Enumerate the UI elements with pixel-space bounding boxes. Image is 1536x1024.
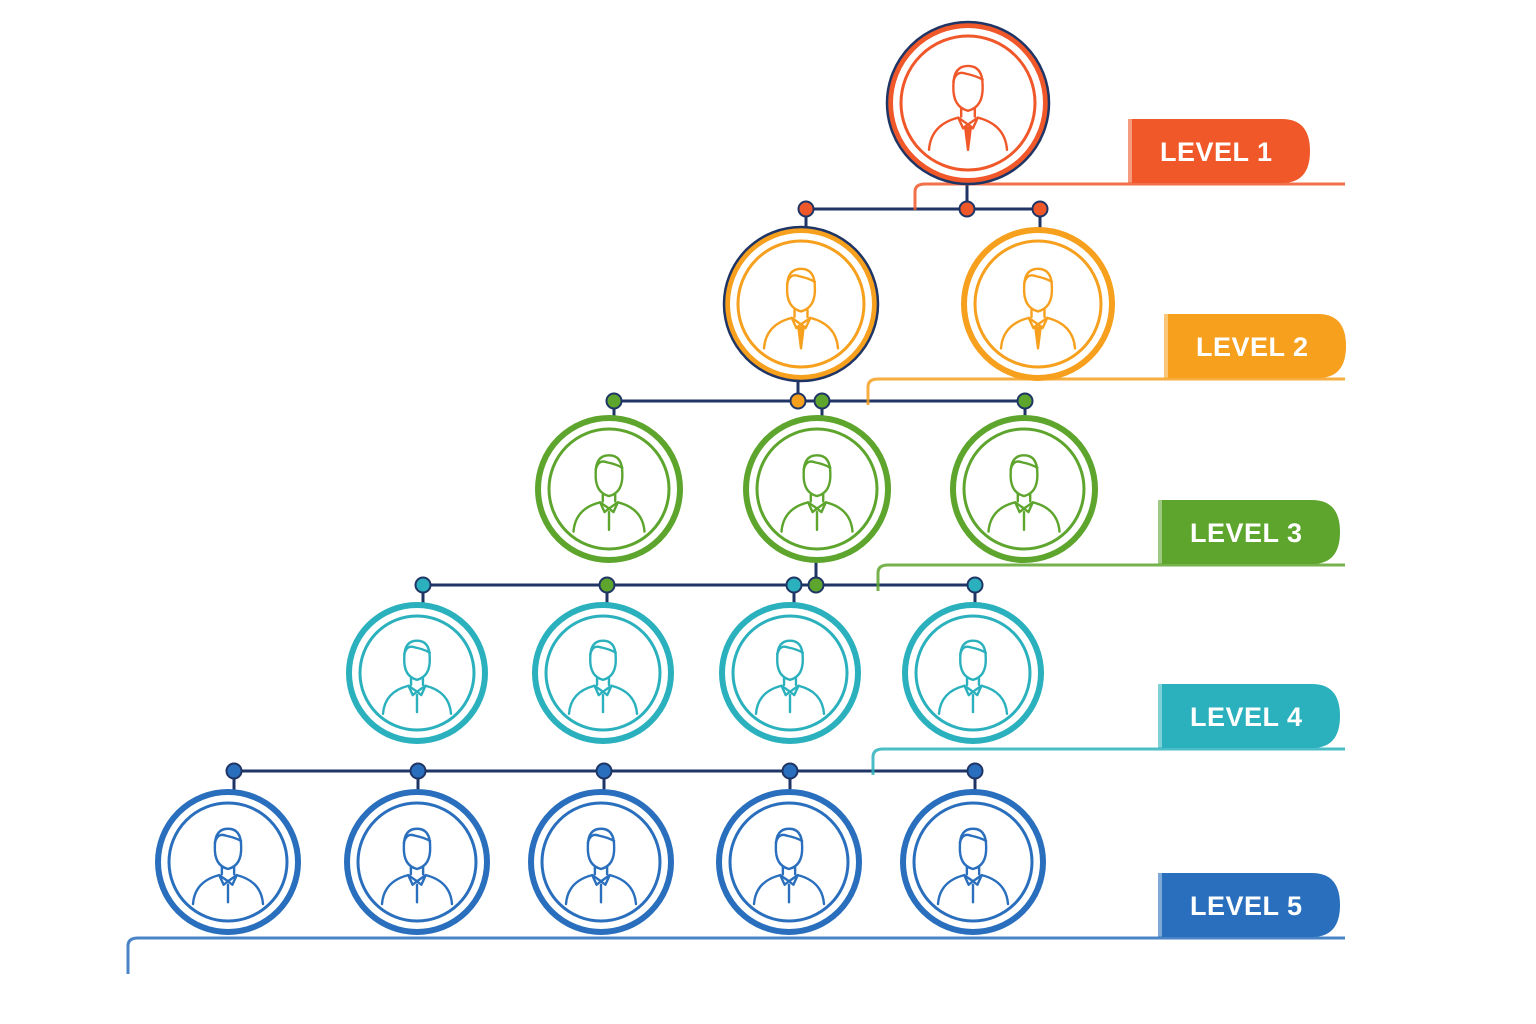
person-icon (780, 454, 854, 533)
node-inner-ring (358, 614, 476, 732)
node-inner-ring (356, 801, 478, 923)
person-icon (381, 639, 453, 715)
connector-dot (409, 762, 427, 780)
node-inner-ring (962, 427, 1086, 551)
person-node (961, 227, 1115, 381)
node-accent-ring (885, 20, 1051, 186)
level-label: LEVEL 1 (1160, 137, 1273, 167)
node-inner-ring (914, 614, 1032, 732)
node-inner-ring (544, 614, 662, 732)
person-node (743, 415, 891, 563)
level-tag-edge (1158, 873, 1163, 937)
node-inner-ring (547, 427, 671, 551)
connector-dot (813, 392, 831, 410)
person-nodes (155, 20, 1115, 935)
node-inner-ring (728, 801, 850, 923)
level-tag-edge (1158, 500, 1163, 564)
node-inner-ring (912, 801, 1034, 923)
person-node (344, 789, 490, 935)
person-node (902, 602, 1044, 744)
level-rail (126, 936, 1345, 974)
level-rail (871, 747, 1345, 775)
person-node (900, 789, 1046, 935)
connector-dot (225, 762, 243, 780)
node-inner-ring (731, 614, 849, 732)
connector-dot (595, 762, 613, 780)
connector-dot (1016, 392, 1034, 410)
connector-dot (414, 576, 432, 594)
person-node (155, 789, 301, 935)
person-node (346, 602, 488, 744)
node-inner-ring (899, 34, 1037, 172)
person-node (528, 789, 674, 935)
level-rail (913, 182, 1345, 210)
connector-dot (1031, 200, 1049, 218)
node-inner-ring (973, 239, 1103, 369)
person-icon (987, 454, 1061, 533)
level-label: LEVEL 2 (1196, 332, 1309, 362)
level-tag-body (1162, 500, 1340, 564)
level-tag-1: LEVEL 1 (913, 119, 1345, 210)
person-icon (752, 827, 826, 906)
person-icon (380, 827, 454, 906)
person-icon (191, 827, 265, 906)
connector-dot (785, 576, 803, 594)
person-node (535, 415, 683, 563)
connector-dot (807, 576, 825, 594)
person-node (719, 602, 861, 744)
person-icon (572, 454, 646, 533)
node-inner-ring (167, 801, 289, 923)
level-tags: LEVEL 1 LEVEL 2 LEVEL 3 LEVEL 4 LEVEL 5 (126, 119, 1346, 974)
level-tag-2: LEVEL 2 (866, 314, 1346, 405)
connector-dot (966, 762, 984, 780)
person-icon (927, 64, 1009, 151)
level-tag-edge (1128, 119, 1133, 183)
person-node (950, 415, 1098, 563)
level-label: LEVEL 5 (1190, 891, 1303, 921)
node-inner-ring (540, 801, 662, 923)
person-icon (567, 639, 639, 715)
level-tag-4: LEVEL 4 (871, 684, 1345, 775)
person-icon (754, 639, 826, 715)
connector-dots (225, 200, 1049, 780)
connector-dot (789, 392, 807, 410)
level-tag-edge (1164, 314, 1169, 378)
level-tag-body (1168, 314, 1346, 378)
level-tag-3: LEVEL 3 (876, 500, 1345, 591)
connector-dot (797, 200, 815, 218)
node-inner-ring (736, 239, 866, 369)
level-rail (866, 377, 1345, 405)
level-tag-body (1132, 119, 1310, 183)
person-icon (999, 267, 1077, 350)
node-inner-ring (755, 427, 879, 551)
person-node (716, 789, 862, 935)
level-tag-body (1162, 873, 1340, 937)
level-label: LEVEL 4 (1190, 702, 1303, 732)
person-node (885, 20, 1051, 186)
connector-dot (966, 576, 984, 594)
person-node (532, 602, 674, 744)
person-icon (564, 827, 638, 906)
level-rail (876, 563, 1345, 591)
level-label: LEVEL 3 (1190, 518, 1303, 548)
node-accent-ring (722, 225, 880, 383)
level-tag-edge (1158, 684, 1163, 748)
connector-dot (958, 200, 976, 218)
person-icon (762, 267, 840, 350)
connector-dot (781, 762, 799, 780)
person-icon (936, 827, 1010, 906)
connector-dot (598, 576, 616, 594)
connector-dot (605, 392, 623, 410)
person-icon (937, 639, 1009, 715)
person-node (722, 225, 880, 383)
level-tag-body (1162, 684, 1340, 748)
level-tag-5: LEVEL 5 (126, 873, 1345, 974)
